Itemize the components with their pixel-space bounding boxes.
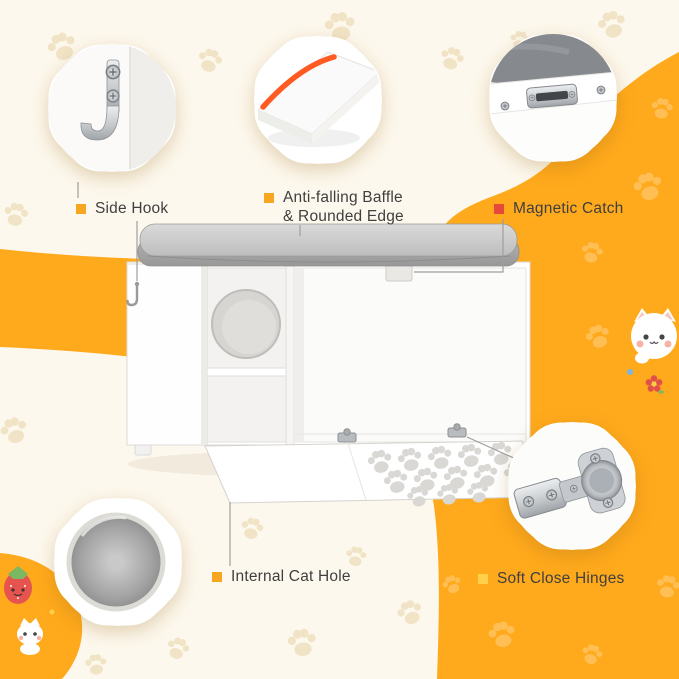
side-hook-icon — [48, 44, 176, 172]
feature-label-baffle: Anti-falling Baffle & Rounded Edge — [264, 188, 404, 226]
left-compartment — [206, 267, 289, 443]
feature-label-cat-hole: Internal Cat Hole — [212, 568, 351, 586]
callout-bubble-hinges — [484, 398, 660, 574]
feature-label-text: Anti-falling Baffle — [283, 189, 403, 206]
feature-bullet — [212, 572, 222, 582]
baffle-edge-icon — [254, 36, 382, 164]
callout-bubble-baffle — [230, 12, 406, 188]
feature-bullet — [264, 193, 274, 203]
feature-bullet — [76, 204, 86, 214]
cabinet-door — [126, 263, 208, 446]
callout-bubble-magnetic-catch — [465, 10, 641, 186]
strawberry-mascot-icon — [0, 542, 72, 679]
connector-magnetic-catch — [414, 219, 504, 273]
tray-hinge-icon — [337, 423, 467, 443]
feature-label-side-hook: Side Hook — [76, 200, 168, 218]
feature-label-text: Internal Cat Hole — [231, 568, 351, 585]
feature-label-text: Magnetic Catch — [513, 200, 624, 217]
magnetic-catch-icon — [489, 34, 617, 162]
side-hook-small-icon — [126, 281, 140, 307]
feature-label-magnetic-catch: Magnetic Catch — [494, 200, 624, 218]
callout-bubble-cat-hole — [30, 474, 206, 650]
feature-label-hinges: Soft Close Hinges — [478, 570, 624, 588]
hinge-icon — [508, 422, 636, 550]
right-compartment — [293, 263, 527, 443]
feature-label-text: Side Hook — [95, 200, 169, 217]
cushion — [137, 223, 520, 267]
cat-hole-icon — [54, 498, 182, 626]
feature-label-text: & Rounded Edge — [283, 208, 404, 225]
feature-label-text: Soft Close Hinges — [497, 570, 625, 587]
cat-mascot-icon — [618, 306, 679, 416]
feature-bullet — [494, 204, 504, 214]
callout-bubble-side-hook — [24, 20, 200, 196]
connector-hinges — [466, 436, 517, 460]
flower-icon — [645, 375, 664, 394]
product-illustration — [108, 212, 543, 512]
feature-bullet — [478, 574, 488, 584]
